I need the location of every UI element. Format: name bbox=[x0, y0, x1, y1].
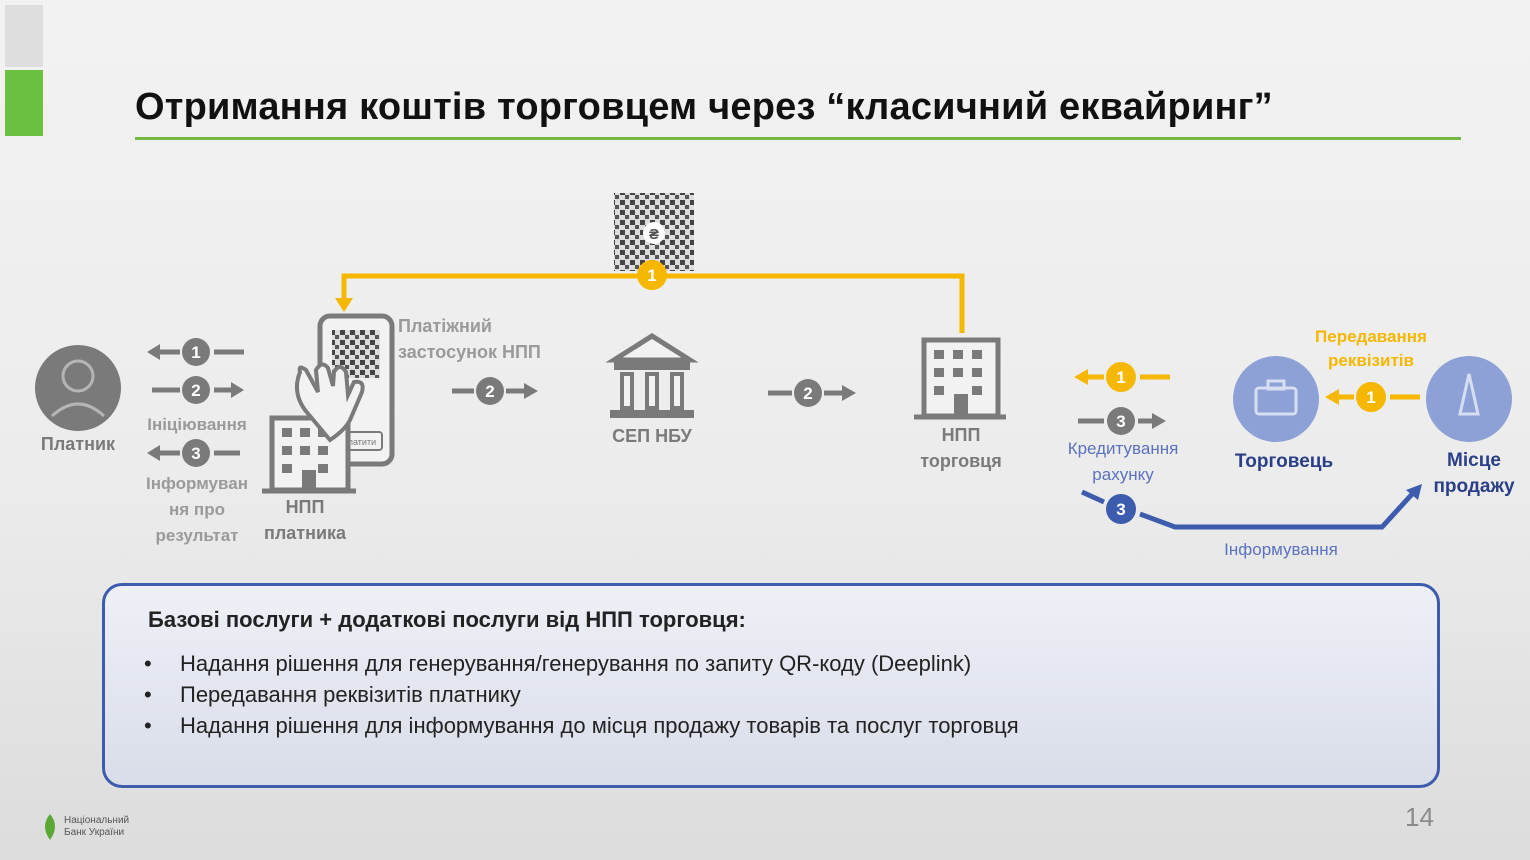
informing-label: Інформування bbox=[1224, 540, 1338, 559]
qr-delivery-flow-line bbox=[335, 260, 965, 333]
initiation-label: Ініціювання bbox=[147, 415, 247, 434]
title-underline bbox=[135, 137, 1461, 140]
point-of-sale-line2: продажу bbox=[1433, 476, 1515, 497]
point-of-sale-icon bbox=[1426, 356, 1512, 442]
merchant-grey-step3-arrow bbox=[1078, 407, 1166, 435]
informing-result-line3: результат bbox=[156, 526, 239, 545]
pay-button-text: Оплатити bbox=[336, 437, 376, 447]
nbu-logo-icon bbox=[45, 814, 55, 840]
details-transfer-line2: реквізитів bbox=[1328, 351, 1414, 370]
informing-result-line2: ня про bbox=[169, 500, 225, 519]
payer-avatar-icon bbox=[35, 345, 121, 431]
point-of-sale-line1: Місце bbox=[1447, 450, 1501, 471]
step-1-number: 1 bbox=[647, 266, 656, 285]
payment-app-line2: застосунок НПП bbox=[398, 342, 541, 362]
list-item: Передавання реквізитів платнику bbox=[140, 679, 1019, 710]
sep-to-merchant-psp-step2-arrow bbox=[768, 379, 856, 407]
corner-green-tab bbox=[5, 70, 43, 136]
merchant-psp-line1: НПП bbox=[942, 425, 981, 445]
payer-step3-arrow bbox=[147, 439, 240, 467]
services-list: Надання рішення для генерування/генерува… bbox=[140, 648, 1019, 741]
hryvnia-symbol: ₴ bbox=[649, 226, 659, 243]
corner-grey-tab bbox=[5, 5, 43, 67]
payer-step2-arrow bbox=[152, 376, 244, 404]
payer-label: Платник bbox=[41, 434, 116, 454]
step-1-number: 1 bbox=[191, 343, 200, 362]
step-2-number: 2 bbox=[485, 382, 494, 401]
merchant-yellow-step1-arrow bbox=[1074, 362, 1170, 392]
services-box-title: Базові послуги + додаткові послуги від Н… bbox=[148, 607, 746, 632]
merchant-label: Торговець bbox=[1235, 451, 1333, 472]
page-number: 14 bbox=[1405, 802, 1434, 832]
merchant-psp-building-icon bbox=[914, 337, 1006, 420]
crediting-line2: рахунку bbox=[1092, 465, 1154, 484]
step-2-number: 2 bbox=[191, 381, 200, 400]
page-title: Отримання коштів торговцем через “класич… bbox=[135, 86, 1273, 128]
logo-line1: Національний bbox=[64, 815, 130, 826]
logo-line2: Банк України bbox=[64, 827, 125, 838]
informing-result-line1: Інформуван bbox=[146, 474, 248, 493]
payer-step1-arrow bbox=[147, 338, 244, 366]
list-item: Надання рішення для інформування до місц… bbox=[140, 710, 1019, 741]
qr-code-icon bbox=[614, 193, 694, 271]
psp-to-sep-step2-arrow bbox=[452, 377, 538, 405]
pointing-hand-icon bbox=[294, 362, 365, 443]
step-3-number: 3 bbox=[1116, 500, 1125, 519]
step-2-number: 2 bbox=[803, 384, 812, 403]
details-transfer-line1: Передавання bbox=[1315, 327, 1427, 346]
step-3-number: 3 bbox=[1116, 412, 1125, 431]
details-transfer-arrow bbox=[1325, 382, 1420, 412]
merchant-briefcase-icon bbox=[1233, 356, 1319, 442]
crediting-line1: Кредитування bbox=[1068, 439, 1179, 458]
step-1-number: 1 bbox=[1116, 368, 1125, 387]
merchant-psp-line2: торговця bbox=[920, 451, 1001, 471]
step-1-number: 1 bbox=[1366, 388, 1375, 407]
payer-psp-line2: платника bbox=[264, 523, 347, 543]
payer-psp-line1: НПП bbox=[286, 497, 325, 517]
list-item: Надання рішення для генерування/генерува… bbox=[140, 648, 1019, 679]
bank-building-icon bbox=[605, 333, 699, 418]
step-3-number: 3 bbox=[191, 444, 200, 463]
payment-app-line1: Платіжний bbox=[398, 316, 492, 336]
sep-nbu-label: СЕП НБУ bbox=[612, 426, 692, 446]
informing-flow-line bbox=[1080, 484, 1422, 530]
nbu-logo-text: Національний Банк України bbox=[64, 815, 129, 839]
